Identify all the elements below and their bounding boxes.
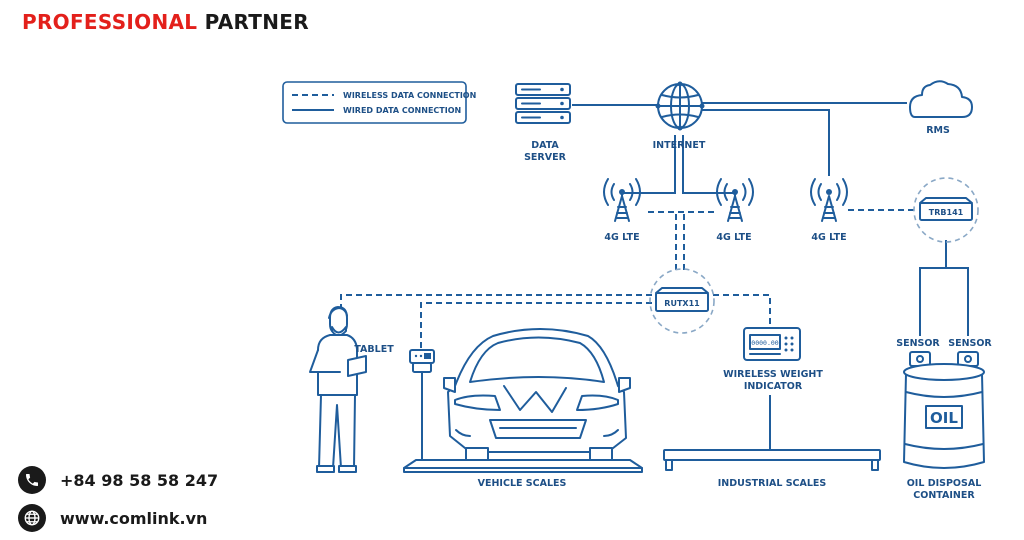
scale-terminal-icon bbox=[409, 349, 435, 461]
car-icon bbox=[443, 328, 631, 461]
lte-tower-icon bbox=[716, 178, 754, 222]
lte-label-3: 4G LTE bbox=[811, 232, 846, 243]
rms-label: RMS bbox=[926, 125, 950, 136]
phone-row: +84 98 58 58 247 bbox=[18, 464, 218, 496]
weight-indicator-label-1: WIRELESS WEIGHT bbox=[723, 369, 823, 380]
oil-container-icon bbox=[903, 351, 985, 469]
weight-indicator-label-2: INDICATOR bbox=[744, 381, 803, 392]
phone-number[interactable]: +84 98 58 58 247 bbox=[60, 470, 219, 490]
internet-label: INTERNET bbox=[653, 140, 706, 151]
data-server-icon bbox=[515, 83, 571, 124]
legend-wired-label: WIRED DATA CONNECTION bbox=[343, 106, 461, 115]
vehicle-scales-label: VEHICLE SCALES bbox=[478, 478, 567, 489]
phone-icon bbox=[18, 466, 46, 494]
contact-info: +84 98 58 58 247 www.comlink.vn bbox=[18, 464, 218, 540]
website-row: www.comlink.vn bbox=[18, 502, 218, 534]
title-rest: PARTNER bbox=[204, 10, 309, 34]
oil-container-label-1: OIL DISPOSAL bbox=[907, 478, 982, 489]
globe-icon bbox=[18, 504, 46, 532]
page-title: PROFESSIONAL PARTNER bbox=[22, 10, 309, 34]
oil-label: OIL bbox=[930, 409, 958, 427]
router-icon bbox=[919, 197, 973, 221]
oil-container-label-2: CONTAINER bbox=[913, 490, 975, 501]
globe-icon bbox=[655, 81, 705, 131]
data-server-label-2: SERVER bbox=[524, 152, 566, 163]
rutx11-label: RUTX11 bbox=[664, 299, 700, 308]
weight-indicator-icon bbox=[743, 327, 801, 361]
industrial-scale-platform bbox=[663, 449, 881, 471]
legend: WIRELESS DATA CONNECTION WIRED DATA CONN… bbox=[282, 81, 476, 124]
lte-tower-icon bbox=[810, 178, 848, 222]
sensor-label-1: SENSOR bbox=[896, 338, 940, 349]
router-icon bbox=[655, 287, 709, 312]
trb141-highlight-circle bbox=[913, 177, 979, 243]
trb141-label: TRB141 bbox=[929, 208, 964, 217]
vehicle-scale-platform bbox=[403, 459, 643, 473]
indicator-display: 0000.00 bbox=[751, 339, 778, 347]
person-icon bbox=[309, 306, 367, 473]
title-highlight: PROFESSIONAL bbox=[22, 10, 198, 34]
legend-wireless-label: WIRELESS DATA CONNECTION bbox=[343, 91, 476, 100]
sensor-label-2: SENSOR bbox=[948, 338, 992, 349]
lte-label-2: 4G LTE bbox=[716, 232, 751, 243]
lte-tower-icon bbox=[603, 178, 641, 222]
website-link[interactable]: www.comlink.vn bbox=[60, 508, 208, 528]
data-server-label-1: DATA bbox=[531, 140, 559, 151]
wireless-connections bbox=[340, 209, 918, 350]
lte-label-1: 4G LTE bbox=[604, 232, 639, 243]
tablet-label: TABLET bbox=[354, 344, 394, 355]
industrial-scales-label: INDUSTRIAL SCALES bbox=[718, 478, 827, 489]
cloud-icon bbox=[909, 80, 973, 118]
rutx11-highlight-circle bbox=[649, 268, 715, 334]
